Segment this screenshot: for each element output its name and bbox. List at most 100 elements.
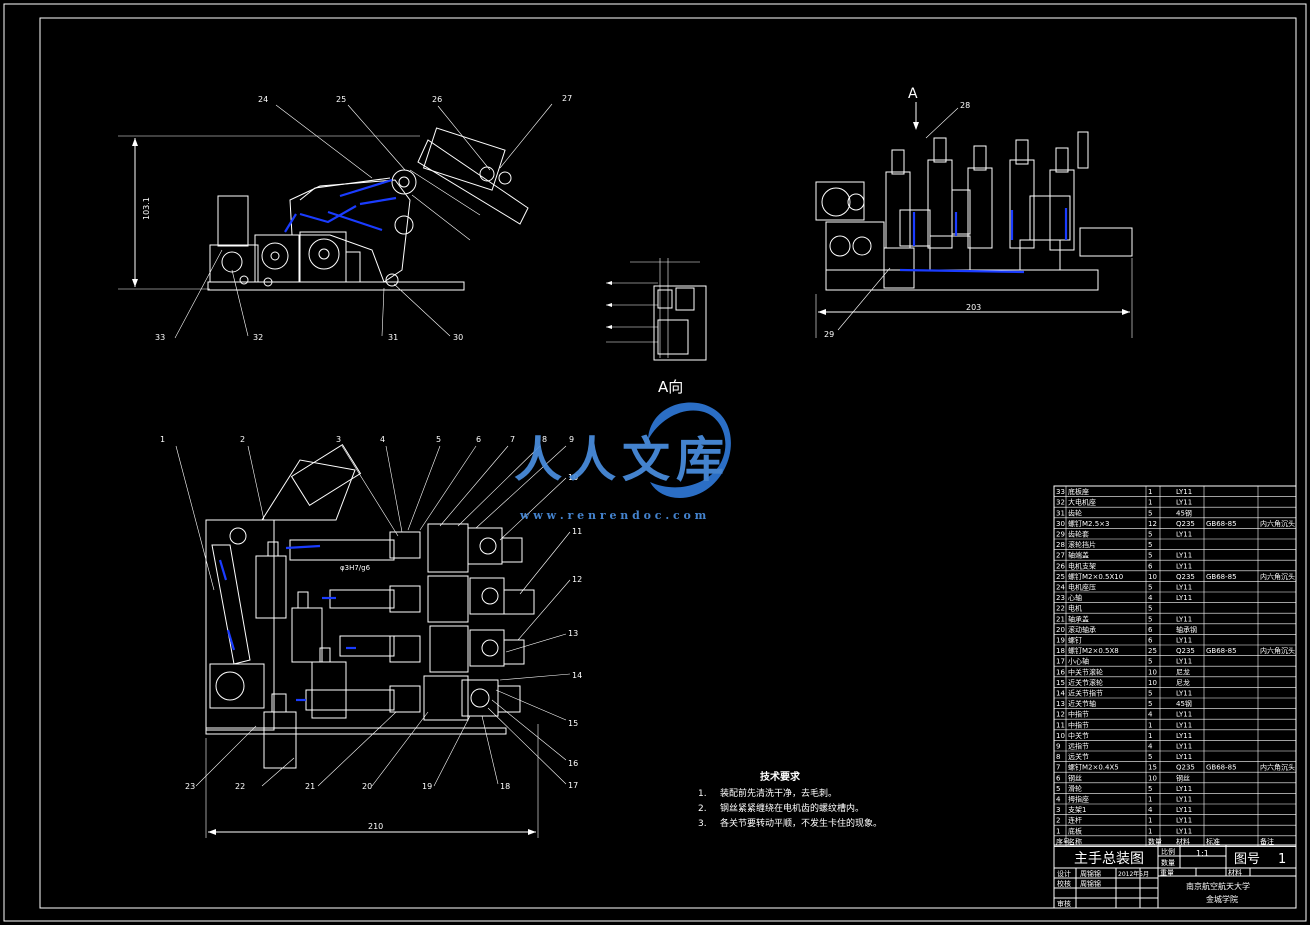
parts-cell: 1 [1056,827,1060,835]
callout-33: 33 [155,333,165,342]
parts-cell: 中指节 [1068,720,1089,729]
qty-label: 数量 [1161,858,1175,867]
parts-cell: 内六角沉头 [1260,763,1295,772]
parts-cell: 5 [1148,785,1152,793]
callout-2: 2 [240,435,245,444]
callout-23: 23 [185,782,195,791]
parts-cell: 螺钉M2×0.5X10 [1068,572,1123,581]
parts-cell: 29 [1056,531,1065,539]
callout-22: 22 [235,782,245,791]
parts-cell: 5 [1148,690,1152,698]
drawing-no-label: 图号 [1234,852,1260,867]
inner-frame [39,17,1297,909]
parts-cell: 6 [1056,774,1061,782]
parts-cell: 电机座压 [1068,583,1096,592]
parts-cell: 4 [1056,796,1061,804]
parts-cell: 内六角沉头 [1260,646,1295,655]
parts-cell: 1 [1148,796,1152,804]
dim-width-bottom: 210 [368,822,383,831]
callout-4: 4 [380,435,385,444]
parts-cell: 滚动轴承 [1068,625,1096,634]
parts-cell: 1 [1148,499,1152,507]
parts-header-cell: 材料 [1176,837,1190,846]
parts-cell: 1 [1148,817,1152,825]
parts-cell: 底板座 [1068,487,1089,496]
parts-cell: 5 [1148,753,1152,761]
parts-cell: 中关节滚轮 [1068,667,1103,676]
callout-5: 5 [436,435,441,444]
callout-20: 20 [362,782,372,791]
watermark-text: 人人文库 [514,432,730,488]
parts-cell: 中关节 [1068,731,1089,740]
parts-cell: 12 [1148,520,1157,528]
side-view: 103.1 24 25 26 [118,94,572,342]
parts-header-cell: 序号 [1056,837,1070,846]
parts-cell: GB68-85 [1206,764,1237,772]
callout-30: 30 [453,333,463,342]
outer-frame [3,3,1307,922]
parts-cell: LY11 [1176,732,1192,740]
parts-cell: 5 [1148,700,1152,708]
parts-cell: 25 [1148,647,1157,655]
parts-cell: 小心轴 [1068,657,1089,666]
parts-cell: 22 [1056,605,1065,613]
parts-cell: 5 [1056,785,1060,793]
parts-header-cell: 数量 [1148,837,1162,846]
parts-cell: 滚轮挡片 [1068,540,1096,549]
callout-8: 8 [542,435,547,444]
parts-cell: 螺钉 [1068,636,1082,645]
parts-cell: LY11 [1176,721,1192,729]
watermark-url: w w w . r e n r e n d o c . c o m [519,509,707,522]
college-name: 金城学院 [1206,894,1238,904]
parts-cell: 19 [1056,637,1065,645]
callout-13: 13 [568,629,578,638]
parts-cell: 底板 [1068,826,1082,835]
parts-cell: 15 [1148,764,1157,772]
parts-cell: 轴承盖 [1068,614,1089,623]
callout-11: 11 [572,527,582,536]
parts-cell: 16 [1056,668,1065,676]
parts-cell: 21 [1056,615,1065,623]
parts-cell: 轴端盖 [1068,551,1089,560]
parts-cell: 12 [1056,711,1065,719]
designer-name: 周锦锦 [1080,869,1101,878]
callout-29: 29 [824,330,834,339]
parts-cell: 10 [1056,732,1065,740]
parts-cell: 13 [1056,700,1065,708]
parts-cell: 5 [1148,584,1152,592]
parts-cell: 10 [1148,679,1157,687]
parts-cell: Q235 [1176,573,1195,581]
callout-16: 16 [568,759,578,768]
parts-cell: 15 [1056,679,1065,687]
watermark: 人人文库 w w w . r e n r e n d o c . c o m [514,402,731,522]
parts-cell: 尼龙 [1176,678,1190,687]
material-label: 材料 [1228,868,1242,877]
parts-cell: LY11 [1176,785,1192,793]
view-label-a-dir: A向 [658,378,683,396]
design-date: 2012年5月 [1118,870,1149,878]
school-name: 南京航空航天大学 [1186,881,1250,891]
callout-1: 1 [160,435,165,444]
approver-label: 审核 [1057,899,1071,908]
callout-31: 31 [388,333,398,342]
weight-label: 重量 [1160,869,1174,877]
parts-cell: 5 [1148,541,1152,549]
parts-cell: 4 [1148,806,1153,814]
parts-cell: 31 [1056,509,1065,517]
tech-item-text: 钢丝紧紧缠绕在电机齿的螺纹槽内。 [720,802,864,814]
parts-cell: 大电机座 [1068,498,1096,507]
callout-7: 7 [510,435,515,444]
parts-cell: 32 [1056,499,1065,507]
callout-9: 9 [569,435,574,444]
parts-cell: LY11 [1176,594,1192,602]
parts-cell: 6 [1148,562,1153,570]
parts-cell: 33 [1056,488,1065,496]
callout-27: 27 [562,94,572,103]
parts-cell: 6 [1148,626,1153,634]
checker-name: 周锦锦 [1080,879,1101,888]
parts-cell: 滑轮 [1068,784,1082,793]
parts-cell: 18 [1056,647,1065,655]
callout-25: 25 [336,95,346,104]
parts-header-cell: 标准 [1206,837,1220,846]
